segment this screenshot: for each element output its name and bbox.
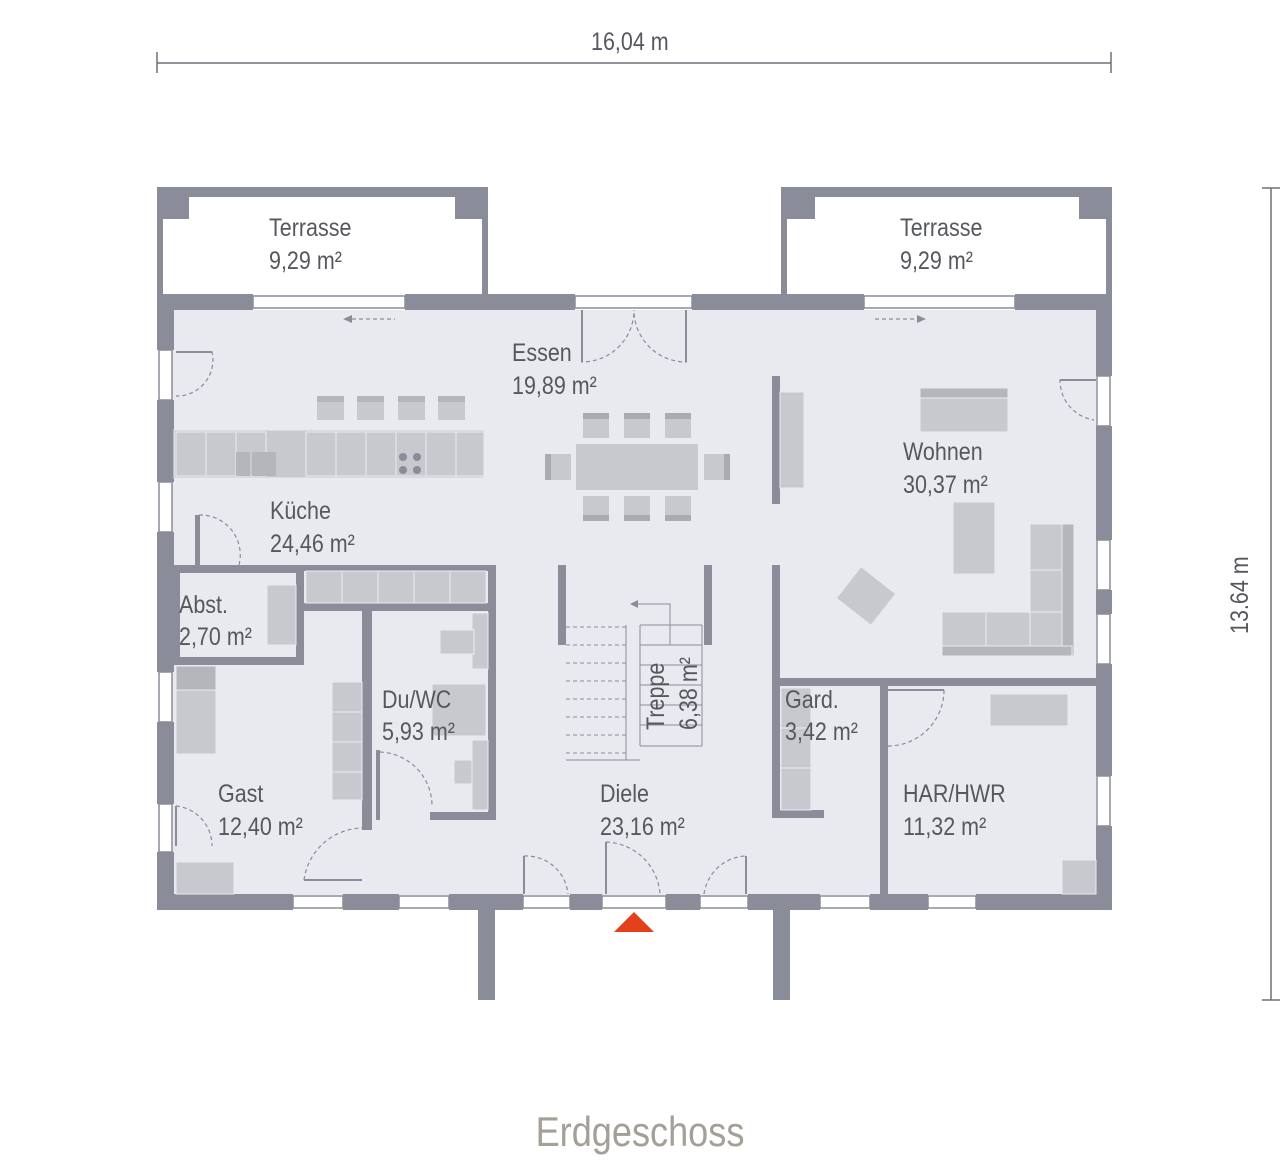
stair-direction-arrow — [630, 600, 638, 608]
room-name-essen: Essen — [512, 339, 572, 367]
room-area-diele: 23,16 m² — [600, 813, 685, 841]
room-name-diele: Diele — [600, 780, 650, 808]
room-name-abst: Abst. — [179, 591, 229, 619]
kitchen-hob — [399, 453, 421, 474]
depth-dimension-label: 13.64 m — [1226, 556, 1254, 634]
terrace-left — [157, 187, 488, 295]
room-name-duwc: Du/WC — [382, 686, 452, 714]
room-area-gard: 3,42 m² — [785, 718, 858, 746]
room-area-essen: 19,89 m² — [512, 372, 597, 400]
exterior-walls — [157, 294, 1112, 1000]
room-name-terrasse-right: Terrasse — [900, 214, 983, 242]
room-name-terrasse-left: Terrasse — [269, 214, 352, 242]
room-name-treppe: Treppe — [642, 662, 670, 730]
counter-kitchen-lower — [266, 570, 487, 646]
entrance-marker-icon — [614, 912, 654, 932]
room-area-kueche: 24,46 m² — [270, 530, 355, 558]
dining-table-set — [545, 413, 730, 521]
door-swings — [175, 309, 1096, 895]
depth-dimension-line — [1262, 187, 1280, 1001]
utility-furniture — [780, 687, 1097, 895]
room-area-terrasse-left: 9,29 m² — [269, 247, 342, 275]
room-area-wohnen: 30,37 m² — [903, 471, 988, 499]
floor-title: Erdgeschoss — [535, 1108, 745, 1155]
width-dimension-label: 16,04 m — [591, 28, 669, 56]
room-name-wohnen: Wohnen — [903, 438, 983, 466]
kitchen-furniture — [173, 429, 485, 479]
room-area-harhwr: 11,32 m² — [903, 813, 987, 841]
bathroom-fixtures — [431, 612, 489, 811]
windows — [158, 295, 1111, 909]
room-area-terrasse-right: 9,29 m² — [900, 247, 973, 275]
room-name-gard: Gard. — [785, 686, 839, 714]
terrace-right — [781, 187, 1112, 295]
staircase — [566, 603, 703, 761]
living-furniture — [779, 387, 1075, 657]
room-area-duwc: 5,93 m² — [382, 718, 455, 746]
kitchen-sink — [236, 452, 276, 476]
sliding-door-arrowheads — [343, 315, 926, 323]
room-name-harhwr: HAR/HWR — [903, 780, 1006, 808]
room-name-gast: Gast — [218, 780, 264, 808]
room-area-gast: 12,40 m² — [218, 813, 303, 841]
guest-furniture — [175, 665, 363, 895]
bar-stools — [317, 396, 465, 420]
width-dimension-line — [156, 52, 1112, 73]
room-name-kueche: Küche — [270, 497, 331, 525]
room-area-abst: 2,70 m² — [179, 623, 252, 651]
room-area-treppe: 6,38 m² — [675, 657, 703, 730]
door-leaves — [175, 310, 1096, 894]
interior-walls — [172, 376, 1096, 898]
